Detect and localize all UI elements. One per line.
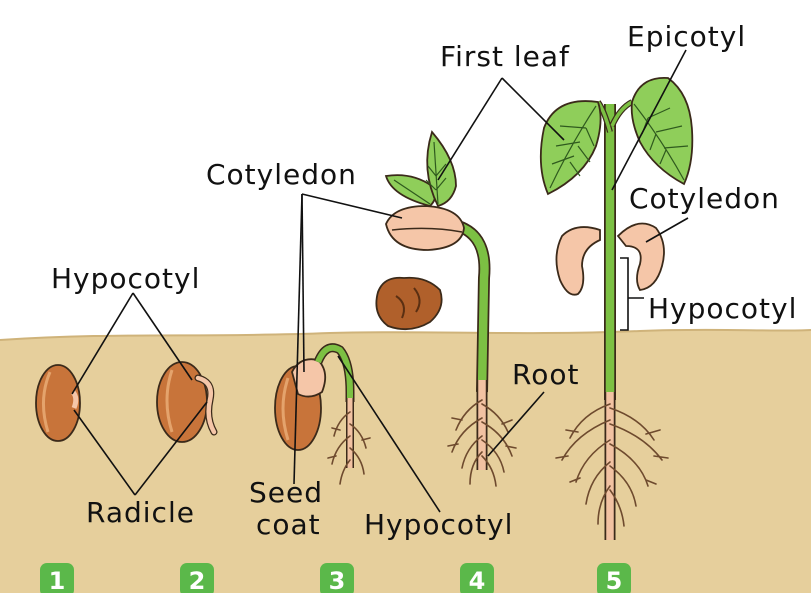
stage-badge-3	[320, 563, 354, 593]
stage-number-3: 3	[329, 567, 346, 593]
stage-badge-1	[40, 563, 74, 593]
stage-badge-5	[597, 563, 631, 593]
label-hypocotyl-left: Hypocotyl	[51, 262, 200, 295]
stage-4-seedling	[375, 130, 517, 487]
soil-surface-line	[0, 328, 811, 341]
stage-number-2: 2	[189, 567, 206, 593]
hypocotyl-bracket	[620, 257, 644, 331]
stage-1-seed	[35, 364, 81, 442]
soil	[0, 329, 811, 593]
stage-5-cotyledon-right	[616, 222, 665, 291]
label-seed-coat-line2: coat	[256, 508, 321, 541]
label-hypocotyl-right: Hypocotyl	[648, 292, 797, 325]
stage-badge-4	[460, 563, 494, 593]
stage-number-5: 5	[606, 567, 623, 593]
stage-badges: 1 2 3 4 5	[40, 563, 631, 593]
leader-lines	[71, 49, 689, 513]
label-radicle: Radicle	[86, 496, 195, 529]
label-cotyledon-left: Cotyledon	[206, 158, 357, 191]
label-cotyledon-right: Cotyledon	[629, 182, 780, 215]
stage-number-4: 4	[469, 567, 486, 593]
label-epicotyl: Epicotyl	[627, 20, 746, 53]
label-root: Root	[512, 358, 579, 391]
label-seed-coat-line1: Seed	[249, 476, 323, 509]
stage-5-cotyledon-left	[555, 226, 601, 296]
shed-seed-coat	[375, 276, 443, 331]
stage-badge-2	[180, 563, 214, 593]
stage-number-1: 1	[49, 567, 66, 593]
label-hypocotyl-bottom: Hypocotyl	[364, 508, 513, 541]
label-first-leaf: First leaf	[440, 40, 570, 73]
stage-5-plant	[539, 77, 694, 540]
